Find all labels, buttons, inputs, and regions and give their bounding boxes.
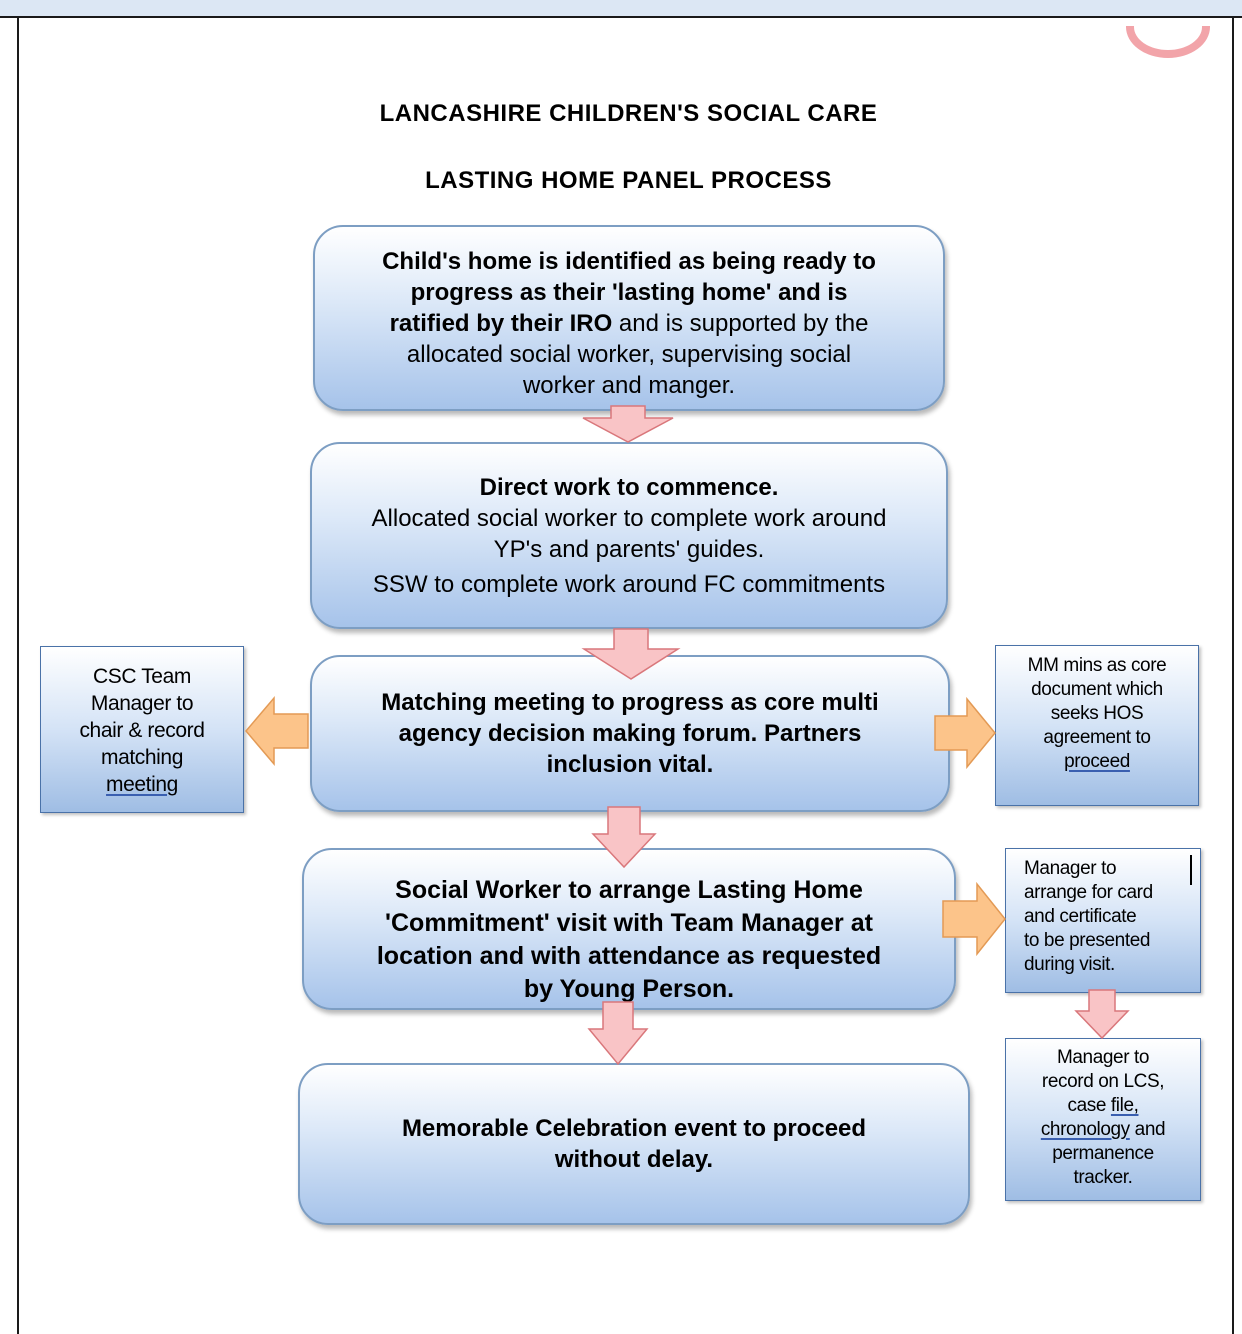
record-lcs-note: Manager to record on LCS, case file, chr…: [1005, 1038, 1201, 1201]
document-subtitle: LASTING HOME PANEL PROCESS: [425, 167, 832, 194]
right-arrow-2-icon: [942, 881, 1006, 957]
page-top-band: [0, 0, 1242, 18]
csc-note-line: matching: [100, 746, 183, 769]
record-note-line: tracker.: [1073, 1167, 1133, 1188]
page-right-border: [1232, 16, 1234, 1334]
step-4-line: location and with attendance as requeste…: [376, 942, 882, 970]
step-4-line: by Young Person.: [523, 975, 735, 1003]
csc-note-line: CSC Team: [93, 665, 191, 688]
step-4-line: Social Worker to arrange Lasting Home: [395, 876, 863, 904]
step-4-line: 'Commitment' visit with Team Manager at: [385, 909, 873, 937]
card-note-line: arrange for card: [1024, 882, 1153, 903]
document-title: LANCASHIRE CHILDREN'S SOCIAL CARE: [379, 100, 878, 127]
step-3-box: Matching meeting to progress as core mul…: [310, 655, 950, 812]
mm-minutes-note: MM mins as core document which seeks HOS…: [995, 645, 1199, 806]
record-note-line: Manager to: [1056, 1047, 1150, 1068]
record-note-line: chronology and: [1006, 1118, 1200, 1142]
card-note-line: during visit.: [1024, 954, 1115, 975]
step-2-heading: Direct work to commence.: [479, 473, 779, 501]
step-2-line: Allocated social worker to complete work…: [371, 504, 887, 532]
step-1-line: Child's home is identified as being read…: [382, 247, 876, 275]
card-note-line: Manager to: [1024, 858, 1117, 879]
record-note-line: case file,: [1006, 1094, 1200, 1118]
down-arrow-4-icon: [587, 1001, 649, 1066]
step-5-box: Memorable Celebration event to proceed w…: [298, 1063, 970, 1225]
record-note-text: and: [1129, 1119, 1166, 1140]
step-1-line: allocated social worker, supervising soc…: [406, 340, 852, 368]
down-arrow-5-icon: [1074, 989, 1130, 1040]
step-5-line: without delay.: [554, 1146, 714, 1173]
page-left-border: [17, 16, 19, 1334]
step-2-line: SSW to complete work around FC commitmen…: [372, 570, 886, 598]
step-3-line: Matching meeting to progress as core mul…: [381, 689, 879, 716]
card-note-line: and certificate: [1024, 906, 1137, 927]
step-2-box: Direct work to commence. Allocated socia…: [310, 442, 948, 629]
right-arrow-1-icon: [934, 696, 996, 770]
csc-note-line: Manager to: [90, 692, 194, 715]
csc-note-underlined: meeting: [106, 773, 178, 796]
mm-note-underlined: proceed: [1064, 751, 1130, 772]
record-note-underlined: file,: [1110, 1095, 1139, 1116]
mm-note-line: MM mins as core: [1027, 655, 1167, 676]
card-note-line: to be presented: [1024, 930, 1151, 951]
step-1-emphasis: ratified by their IRO: [389, 309, 613, 337]
step-1-line: worker and manger.: [522, 371, 736, 399]
step-1-box: Child's home is identified as being read…: [313, 225, 945, 411]
step-1-line: ratified by their IRO and is supported b…: [390, 308, 869, 339]
step-3-line: agency decision making forum. Partners: [398, 720, 862, 747]
csc-note-line: chair & record: [79, 719, 205, 742]
mm-note-line: seeks HOS: [1050, 703, 1144, 724]
csc-team-manager-note: CSC Team Manager to chair & record match…: [40, 646, 244, 813]
logo-icon: [1122, 26, 1220, 62]
left-arrow-icon: [245, 695, 309, 767]
record-note-line: permanence: [1052, 1143, 1154, 1164]
csc-note-line: meeting: [41, 771, 243, 798]
mm-note-line: proceed: [996, 750, 1198, 774]
record-note-underlined: chronology: [1040, 1119, 1130, 1140]
down-arrow-2-icon: [581, 628, 681, 680]
down-arrow-3-icon: [591, 806, 657, 869]
card-certificate-note: Manager to arrange for card and certific…: [1005, 848, 1201, 993]
text-cursor-icon: [1190, 855, 1192, 885]
step-2-line: YP's and parents' guides.: [493, 535, 765, 563]
record-note-text: case: [1067, 1095, 1111, 1116]
step-1-line: progress as their 'lasting home' and is: [410, 278, 848, 306]
mm-note-line: document which: [1031, 679, 1163, 700]
step-5-line: Memorable Celebration event to proceed: [401, 1115, 867, 1142]
step-4-box: Social Worker to arrange Lasting Home 'C…: [302, 848, 956, 1010]
step-1-text: and is supported by the: [612, 309, 869, 337]
mm-note-line: agreement to: [1043, 727, 1151, 748]
step-3-line: inclusion vital.: [546, 751, 714, 778]
record-note-line: record on LCS,: [1041, 1071, 1165, 1092]
down-arrow-1-icon: [582, 405, 674, 443]
